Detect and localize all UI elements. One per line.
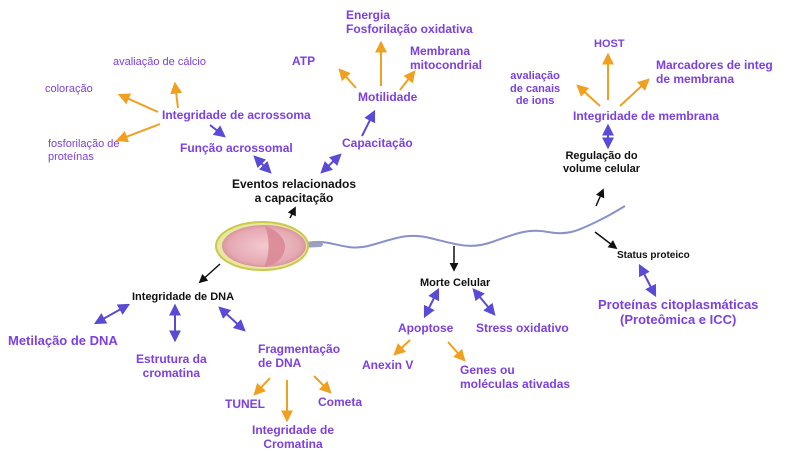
- arrow-status-proteinas: [640, 266, 655, 295]
- node-fragmentacao-dna: Fragmentação de DNA: [258, 343, 340, 371]
- node-proteinas-citoplasmaticas: Proteínas citoplasmáticas (Proteômica e …: [598, 298, 758, 328]
- node-regulacao-volume: Regulação do volume celular: [563, 150, 640, 175]
- node-host: HOST: [594, 38, 625, 51]
- arrow-to-avaliacao-calcio: [175, 84, 178, 108]
- node-funcao-acrossomal: Função acrossomal: [180, 142, 293, 156]
- node-coloracao: coloração: [45, 83, 93, 96]
- node-integridade-acrossoma: Integridade de acrossoma: [162, 109, 311, 123]
- node-integridade-cromatina: Integridade de Cromatina: [252, 424, 334, 452]
- node-avaliacao-calcio: avaliação de cálcio: [113, 56, 206, 69]
- node-integridade-dna: Integridade de DNA: [132, 291, 234, 304]
- node-avaliacao-canais: avaliação de canais de ions: [510, 70, 560, 108]
- arrow-capacitacao-eventos: [322, 155, 340, 172]
- node-estrutura-cromatina: Estrutura da cromatina: [136, 353, 207, 381]
- node-genes: Genes ou moléculas ativadas: [460, 364, 570, 392]
- arrow-to-atp: [340, 70, 356, 88]
- arrow-tail-regulacao: [596, 190, 603, 206]
- node-capacitacao: Capacitação: [342, 137, 413, 151]
- arrow-sperm-dna: [200, 264, 220, 282]
- arrow-to-fosforilacao: [118, 124, 160, 140]
- arrow-to-coloracao: [120, 95, 158, 112]
- node-anexin: Anexin V: [362, 359, 413, 373]
- arrow-to-genes: [448, 342, 464, 360]
- node-apoptose: Apoptose: [398, 322, 453, 336]
- node-marcadores: Marcadores de integ de membrana: [656, 59, 773, 87]
- node-metilacao-dna: Metilação de DNA: [8, 334, 118, 349]
- arrow-morte-stress: [474, 290, 494, 314]
- arrow-dna-metilacao: [96, 305, 128, 323]
- sperm-tail: [308, 206, 625, 248]
- node-status-proteico: Status proteico: [617, 250, 690, 262]
- arrow-to-anexin: [395, 340, 410, 354]
- node-tunel: TUNEL: [225, 398, 265, 412]
- node-cometa: Cometa: [318, 396, 362, 410]
- spermatozoon-figure: [216, 206, 625, 270]
- arrow-acrossoma-funcao: [210, 125, 224, 136]
- arrow-capacitacao-motilidade: [362, 112, 374, 136]
- arrow-tail-status: [595, 232, 616, 248]
- arrow-to-avaliacao-canais: [578, 86, 600, 106]
- node-motilidade: Motilidade: [358, 91, 417, 105]
- arrow-funcao-eventos: [255, 157, 270, 172]
- arrow-dna-fragmentacao: [220, 308, 244, 330]
- arrow-to-cometa: [314, 376, 330, 392]
- node-stress-oxidativo: Stress oxidativo: [476, 322, 569, 336]
- arrow-morte-apoptose: [425, 290, 438, 316]
- node-eventos: Eventos relacionados a capacitação: [232, 178, 356, 206]
- arrow-to-tunel: [255, 378, 270, 394]
- node-fosforilacao-proteinas: fosforilação de proteínas: [48, 138, 120, 163]
- arrow-to-membrana-mito: [400, 72, 414, 90]
- arrow-sperm-eventos: [290, 208, 295, 218]
- node-integridade-membrana: Integridade de membrana: [573, 110, 719, 124]
- node-morte-celular: Morte Celular: [420, 277, 490, 290]
- node-energia: Energia Fosforilação oxidativa: [346, 9, 473, 37]
- sperm-head: [222, 225, 306, 267]
- node-membrana-mitocondrial: Membrana mitocondrial: [410, 45, 482, 73]
- arrow-to-marcadores: [620, 80, 648, 106]
- node-atp: ATP: [292, 55, 315, 69]
